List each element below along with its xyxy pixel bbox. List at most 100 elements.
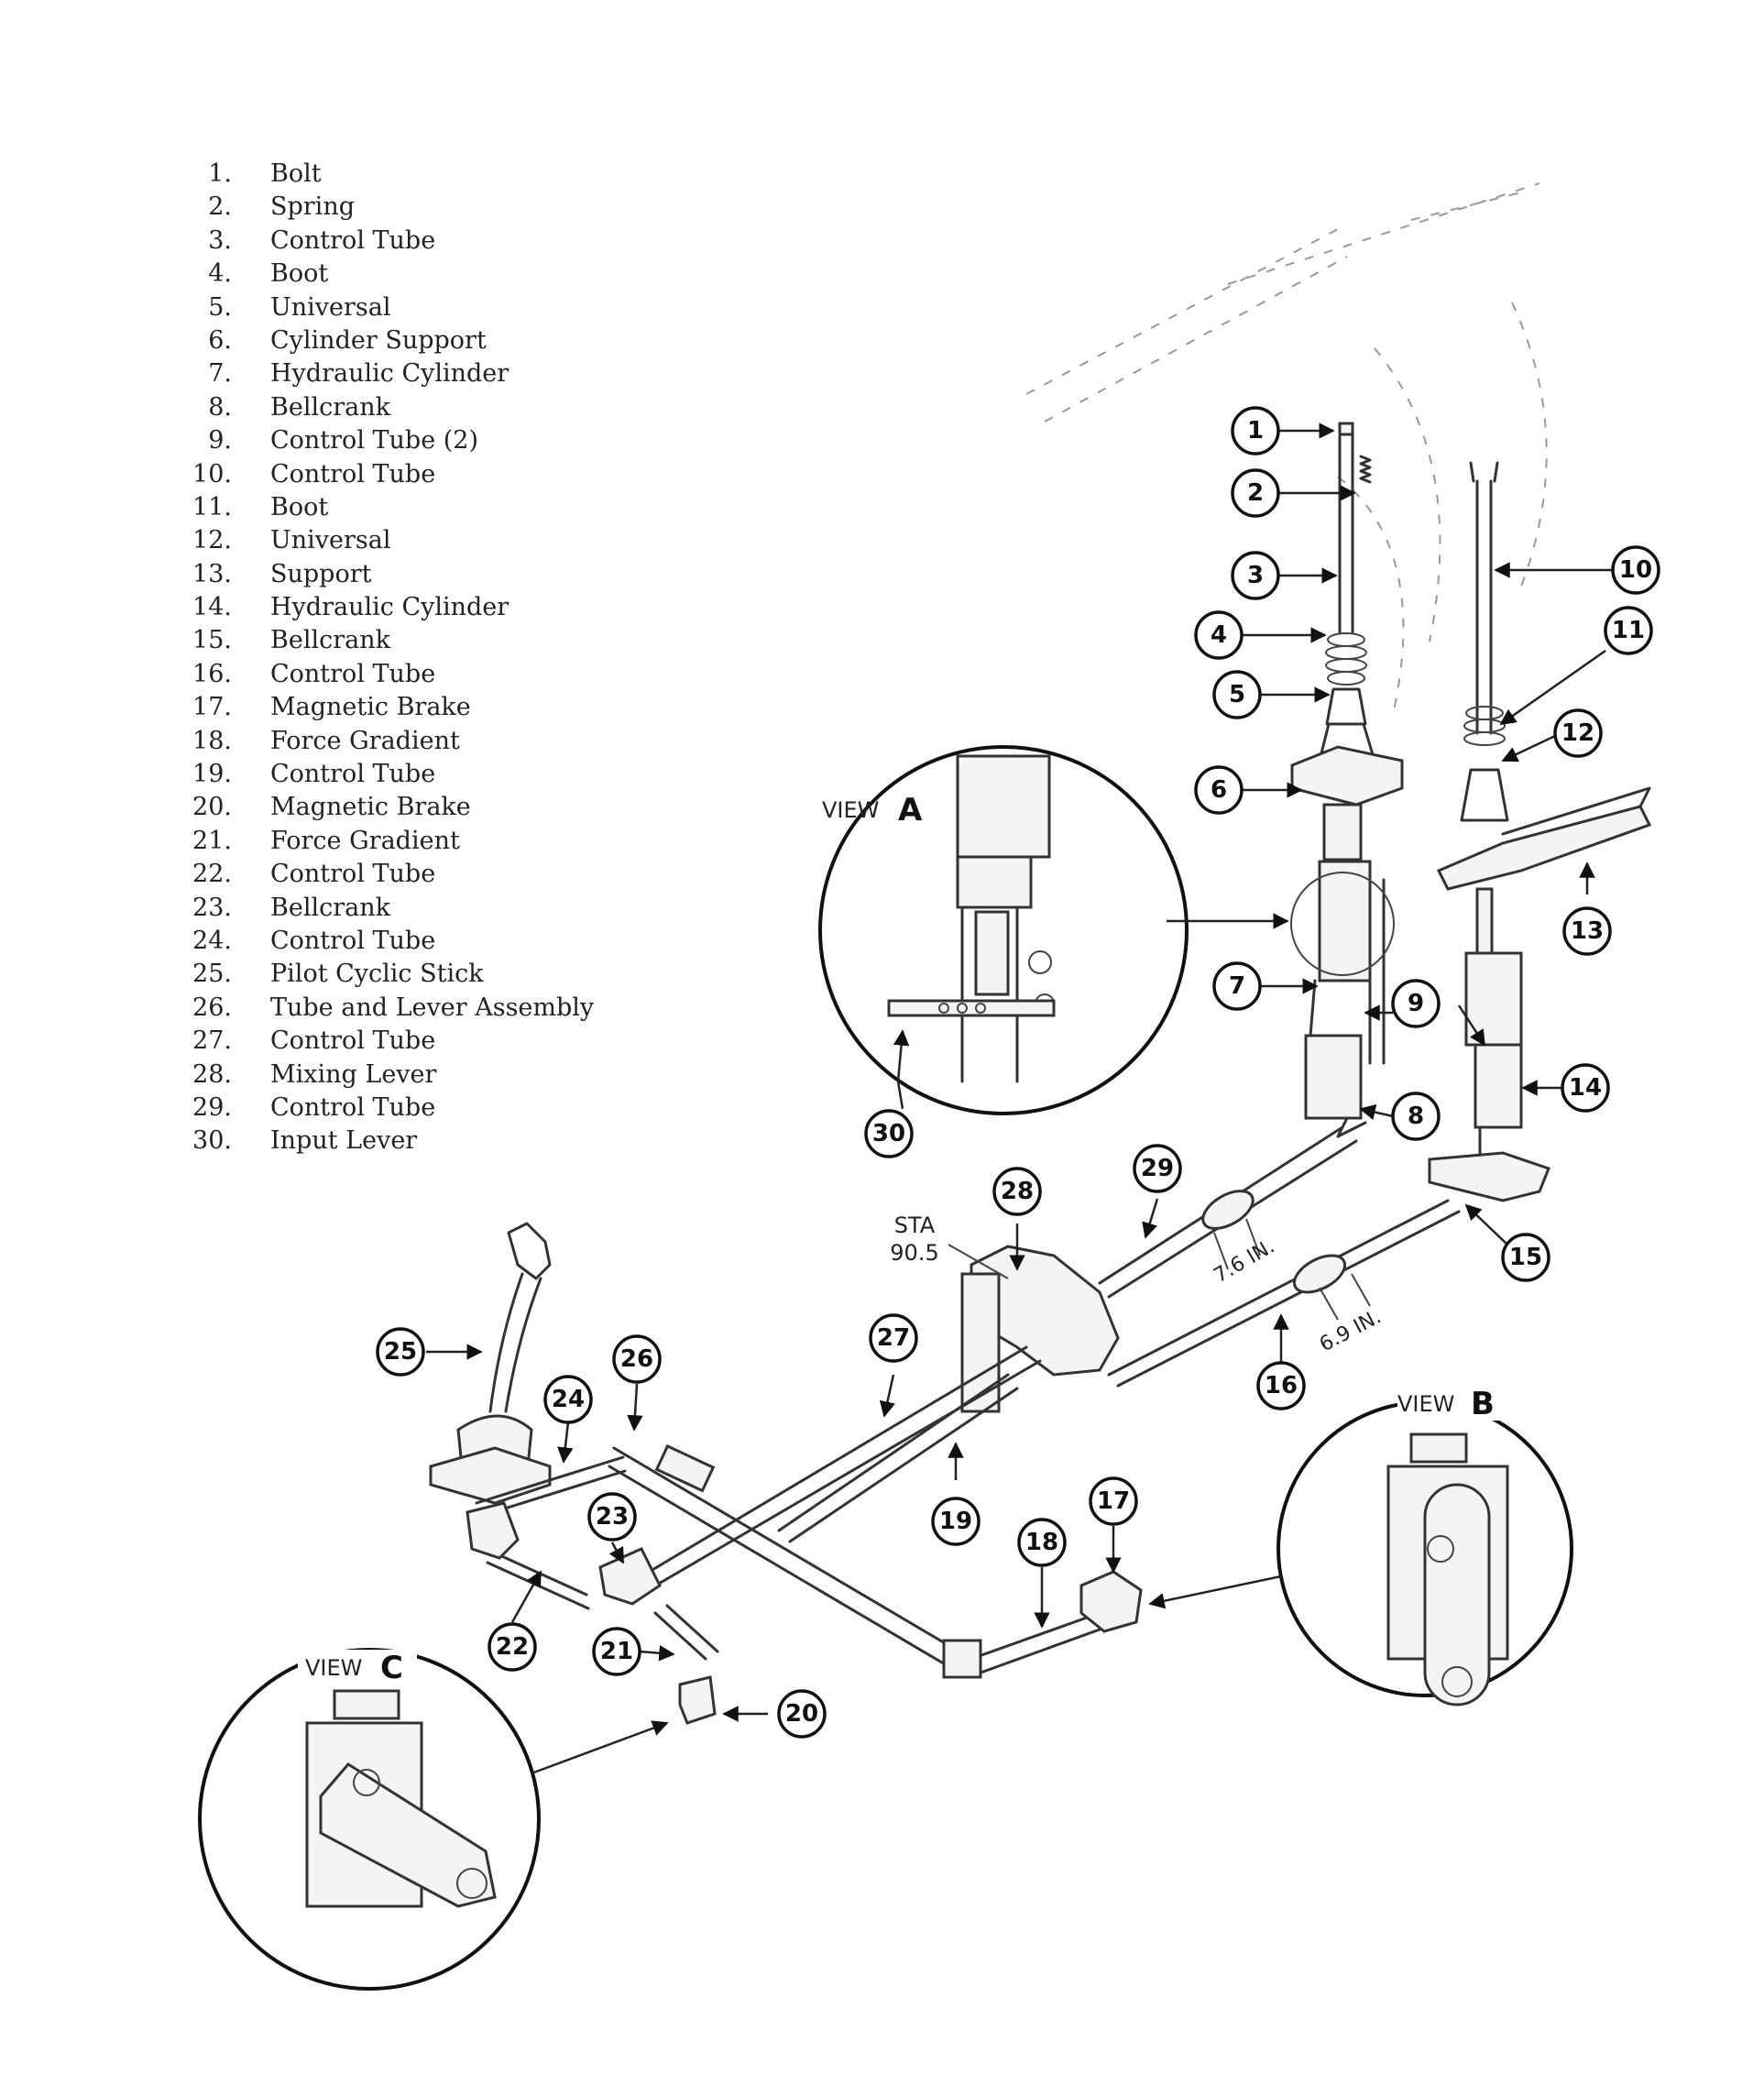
callout-4: 4 [1194,610,1244,660]
callout-5: 5 [1212,670,1262,719]
parts-legend: 1.Bolt 2.Spring 3.Control Tube 4.Boot 5.… [188,158,594,1158]
view-c: VIEW C [198,1648,669,1991]
callout-12: 12 [1553,708,1603,758]
svg-text:19: 19 [939,1508,972,1535]
callout-15: 15 [1501,1233,1550,1282]
legend-item: 10.Control Tube [192,459,436,488]
legend-item: 4.Boot [208,259,329,289]
svg-text:27: 27 [877,1324,910,1352]
legend-item: 21.Force Gradient [192,826,460,855]
svg-text:6: 6 [1211,776,1227,804]
legend-item: 17.Magnetic Brake [192,693,471,722]
legend-item: 15.Bellcrank [192,626,390,655]
legend-item: 18.Force Gradient [192,726,460,755]
svg-text:25: 25 [384,1338,417,1366]
view-b: VIEW B [1148,1384,1573,1706]
callout-26: 26 [612,1334,662,1384]
callout-14: 14 [1561,1063,1610,1113]
view-a-letter: A [898,792,923,829]
svg-text:5: 5 [1229,681,1245,708]
callout-17: 17 [1089,1476,1138,1526]
legend-item: 22.Control Tube [192,860,436,889]
svg-text:16: 16 [1265,1372,1298,1399]
legend-item: 2.Spring [208,192,355,222]
legend-item: 12.Universal [192,526,391,555]
callout-30: 30 [864,1109,914,1158]
callout-2: 2 [1231,468,1280,518]
callout-20: 20 [777,1689,827,1739]
legend-item: 8.Bellcrank [208,392,390,422]
legend-item: 5.Universal [208,292,391,322]
background-structure [1025,182,1548,716]
view-b-letter: B [1471,1386,1495,1422]
svg-text:23: 23 [596,1503,629,1531]
svg-text:20: 20 [785,1700,818,1728]
view-a-prefix: VIEW [822,797,879,823]
dimension-7-6: 7.6 IN. [1211,1235,1279,1289]
svg-text:30: 30 [872,1120,905,1147]
callout-28: 28 [992,1167,1042,1216]
callout-6: 6 [1194,765,1244,815]
legend-item: 25.Pilot Cyclic Stick [192,960,484,989]
callout-29: 29 [1133,1144,1182,1193]
callout-3: 3 [1231,551,1280,600]
view-c-letter: C [380,1650,403,1686]
legend-item: 3.Control Tube [208,225,436,255]
callout-19: 19 [931,1497,981,1546]
callout-7: 7 [1212,961,1262,1011]
callout-8: 8 [1391,1092,1441,1141]
view-b-prefix: VIEW [1397,1391,1454,1417]
svg-text:15: 15 [1509,1244,1542,1271]
callout-1: 1 [1231,406,1280,455]
station-value: 90.5 [890,1240,938,1266]
leader-lines [426,422,1613,1722]
legend-item: 1.Bolt [208,159,322,188]
svg-text:26: 26 [620,1345,653,1373]
callout-22: 22 [488,1622,537,1672]
svg-text:12: 12 [1561,719,1594,747]
svg-text:8: 8 [1408,1103,1424,1130]
legend-item: 28.Mixing Lever [192,1059,437,1089]
svg-text:11: 11 [1612,617,1645,644]
legend-item: 13.Support [192,559,372,588]
linkage-tubes [608,1125,1461,1679]
svg-text:7: 7 [1229,972,1245,1000]
callout-9: 9 [1391,979,1441,1028]
svg-text:29: 29 [1141,1155,1174,1182]
legend-item: 23.Bellcrank [192,893,390,922]
svg-text:10: 10 [1619,556,1652,584]
callout-11: 11 [1604,606,1653,655]
view-a: VIEW A [818,745,1289,1115]
callout-18: 18 [1017,1518,1067,1567]
callout-16: 16 [1256,1361,1306,1410]
legend-item: 30.Input Lever [192,1126,418,1156]
callout-27: 27 [869,1313,918,1363]
svg-text:22: 22 [496,1633,529,1661]
svg-text:13: 13 [1571,917,1604,945]
svg-text:9: 9 [1408,990,1424,1017]
legend-item: 27.Control Tube [192,1026,436,1056]
svg-text:3: 3 [1247,562,1264,589]
legend-item: 14.Hydraulic Cylinder [192,593,509,622]
legend-item: 20.Magnetic Brake [192,793,471,822]
pilot-cyclic-stick [429,1222,719,1725]
callout-25: 25 [376,1327,425,1377]
legend-item: 11.Boot [192,492,329,521]
left-control-column [1290,422,1404,1138]
callout-10: 10 [1611,545,1660,595]
svg-text:18: 18 [1025,1529,1058,1556]
legend-item: 29.Control Tube [192,1092,436,1122]
view-c-prefix: VIEW [305,1655,362,1681]
station-label: STA [894,1213,936,1238]
legend-item: 26.Tube and Lever Assembly [192,993,595,1022]
legend-item: 19.Control Tube [192,760,436,789]
svg-text:28: 28 [1001,1178,1034,1205]
svg-text:21: 21 [600,1638,633,1665]
dimension-6-9: 6.9 IN. [1316,1305,1385,1356]
svg-text:1: 1 [1247,417,1264,444]
legend-item: 6.Cylinder Support [208,325,487,355]
callout-21: 21 [592,1627,641,1676]
svg-text:14: 14 [1569,1074,1602,1102]
svg-text:17: 17 [1097,1487,1130,1515]
